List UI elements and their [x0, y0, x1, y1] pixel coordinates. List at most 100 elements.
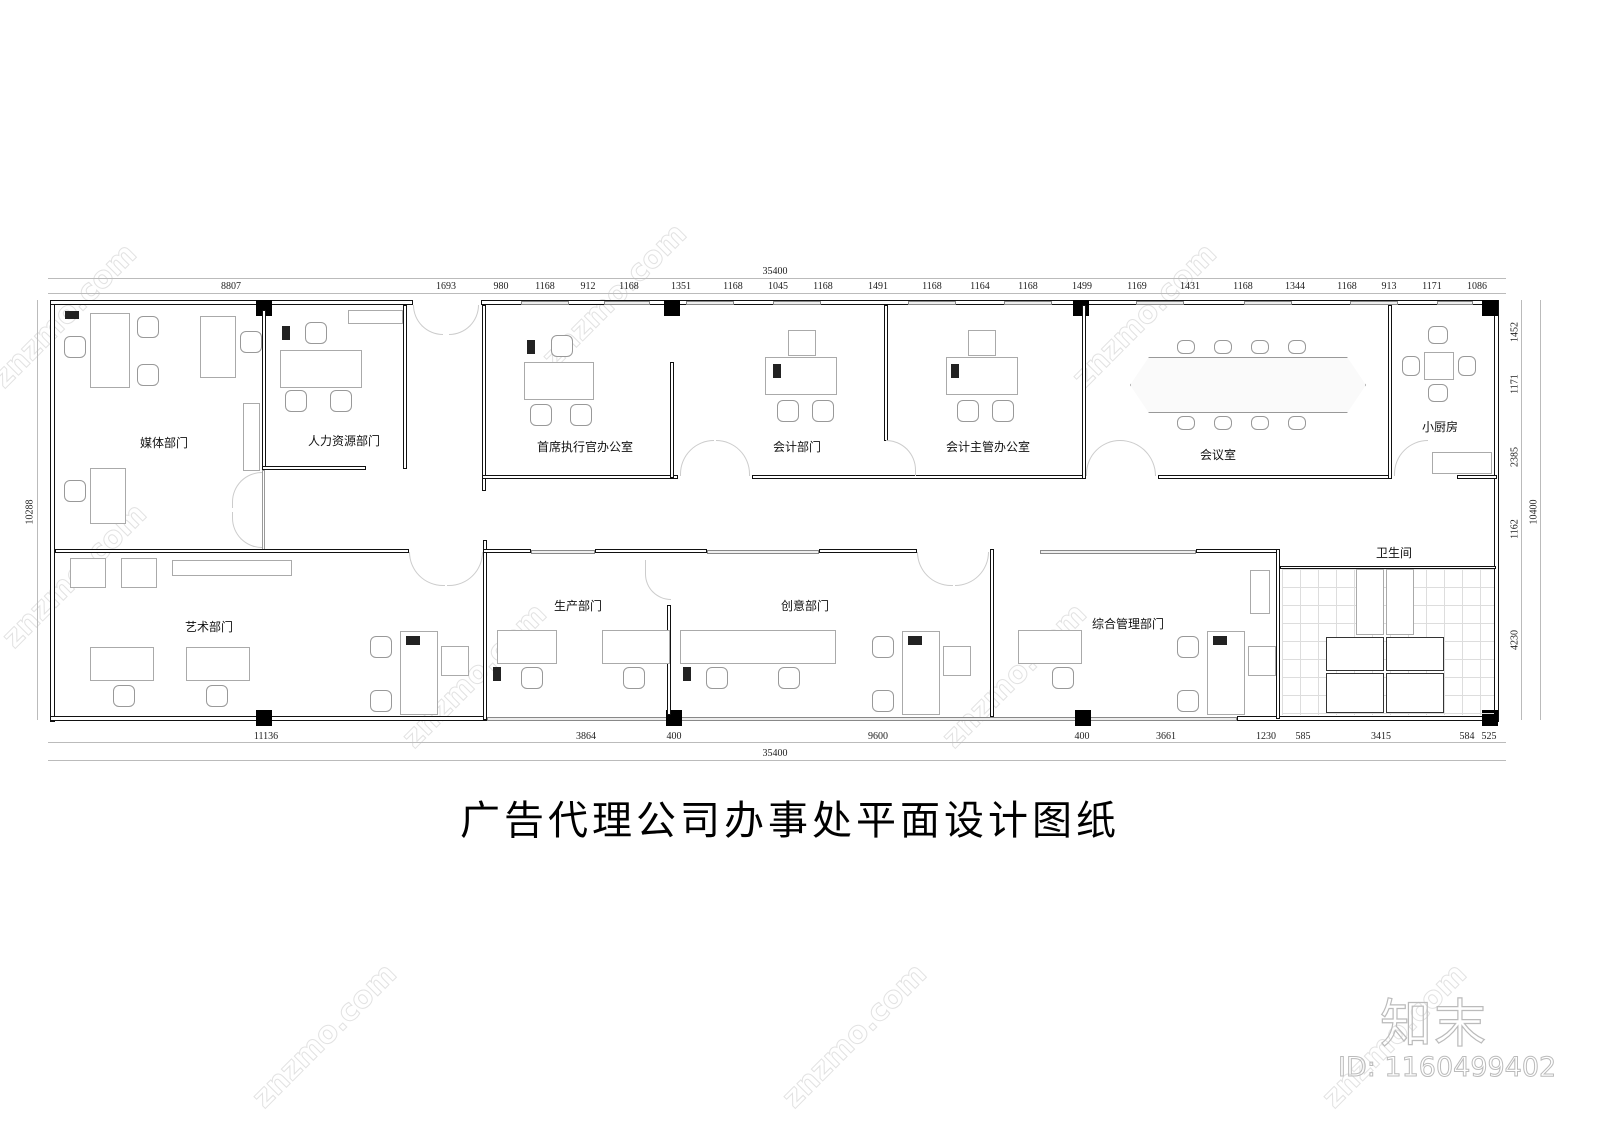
window-top — [521, 301, 569, 305]
toilet-stall — [1386, 637, 1444, 671]
room-label-meeting: 会议室 — [1199, 448, 1237, 462]
chair — [1177, 690, 1199, 712]
wall-art-top — [55, 549, 409, 553]
door-swing[interactable] — [645, 560, 671, 600]
dim-top: 1086 — [1467, 281, 1487, 292]
chair — [1428, 326, 1448, 344]
chair — [1402, 356, 1420, 376]
chair — [812, 400, 834, 422]
wall-art-right — [483, 540, 487, 720]
wall-kitchen-bottom — [1457, 475, 1497, 479]
dim-top: 1169 — [1127, 281, 1147, 292]
conference-table — [1130, 357, 1366, 413]
desk — [602, 630, 670, 664]
door-swing[interactable] — [232, 472, 262, 508]
shelf — [348, 310, 403, 324]
door-swing[interactable] — [955, 552, 989, 586]
door-swing[interactable] — [1394, 440, 1428, 476]
dim-top: 1168 — [619, 281, 639, 292]
wall-ceo-right — [670, 362, 674, 478]
phone-icon — [493, 667, 501, 681]
dim-bottom: 3661 — [1156, 731, 1176, 742]
dim-top: 1168 — [1337, 281, 1357, 292]
wall-ceo-bottom — [482, 475, 678, 479]
dim-top: 8807 — [221, 281, 241, 292]
phone-icon — [683, 667, 691, 681]
dim-top: 980 — [493, 281, 509, 292]
desk — [1018, 630, 1082, 664]
desk — [90, 647, 154, 681]
dim-top: 1045 — [768, 281, 788, 292]
room-label-kitchen: 小厨房 — [1421, 420, 1459, 434]
door-swing[interactable] — [413, 305, 443, 335]
door-swing[interactable] — [917, 552, 953, 586]
room-label-hr: 人力资源部门 — [307, 434, 381, 448]
window-top — [686, 301, 734, 305]
window-top — [908, 301, 956, 305]
door-swing[interactable] — [409, 552, 445, 586]
dim-bottom: 11136 — [253, 731, 279, 742]
dim-top: 1168 — [1018, 281, 1038, 292]
dimension-left-overall: 10288 — [24, 499, 36, 525]
room-label-restroom: 卫生间 — [1375, 546, 1413, 560]
dining-table — [1424, 352, 1454, 380]
desk — [280, 350, 362, 388]
chair-box — [943, 646, 971, 676]
watermark-text: znzmo.com — [775, 956, 935, 1116]
desk — [765, 357, 837, 395]
chair — [370, 690, 392, 712]
wall-production-top — [483, 549, 531, 553]
door-swing[interactable] — [447, 552, 483, 586]
door-swing[interactable] — [716, 440, 750, 476]
phone-icon — [527, 340, 535, 354]
door-swing[interactable] — [680, 440, 714, 476]
sofa — [70, 558, 106, 588]
chair — [1214, 416, 1232, 430]
door-swing[interactable] — [449, 305, 479, 335]
dimension-overall-bottom: 35400 — [762, 748, 788, 759]
outer-wall-left — [50, 300, 55, 722]
dim-bottom: 1230 — [1256, 731, 1276, 742]
door-swing[interactable] — [232, 512, 262, 548]
chair — [1251, 416, 1269, 430]
chair — [1458, 356, 1476, 376]
wall-meeting-bottom — [1158, 475, 1392, 479]
dimension-line-right-overall — [1540, 300, 1541, 720]
dim-top: 1344 — [1285, 281, 1305, 292]
chair-box — [1248, 646, 1276, 676]
dim-right: 1452 — [1509, 322, 1521, 342]
chair — [137, 364, 159, 386]
chair — [1288, 340, 1306, 354]
fax-machine-icon — [1213, 636, 1227, 645]
dim-top: 1168 — [813, 281, 833, 292]
chair — [521, 667, 543, 689]
desk — [680, 630, 836, 664]
dim-bottom: 585 — [1295, 731, 1311, 742]
shelf — [172, 560, 292, 576]
door-swing[interactable] — [1120, 440, 1156, 476]
dim-top: 1693 — [436, 281, 456, 292]
room-label-accounting: 会计部门 — [772, 440, 822, 454]
outer-wall-bottom-right — [1237, 716, 1499, 721]
wall-meeting-left — [1082, 305, 1086, 479]
dimension-right-overall: 10400 — [1528, 499, 1540, 525]
dim-top: 1491 — [868, 281, 888, 292]
wall-gm-top — [1196, 549, 1280, 553]
door-swing[interactable] — [886, 440, 916, 476]
window-interior — [707, 550, 819, 554]
fax-machine-icon — [908, 636, 922, 645]
outer-wall-top-left — [50, 300, 413, 305]
wall-gm-right — [1276, 549, 1280, 719]
dim-top: 912 — [580, 281, 596, 292]
chair — [1177, 416, 1195, 430]
chair — [957, 400, 979, 422]
desk — [902, 631, 940, 715]
door-swing[interactable] — [1086, 440, 1120, 476]
chair — [992, 400, 1014, 422]
window-bottom — [487, 717, 1237, 721]
phone-icon — [282, 326, 290, 340]
window-top — [1004, 301, 1052, 305]
wall-creative-top — [819, 549, 917, 553]
window-top — [1350, 301, 1398, 305]
dimension-line-overall-top — [48, 278, 1506, 279]
